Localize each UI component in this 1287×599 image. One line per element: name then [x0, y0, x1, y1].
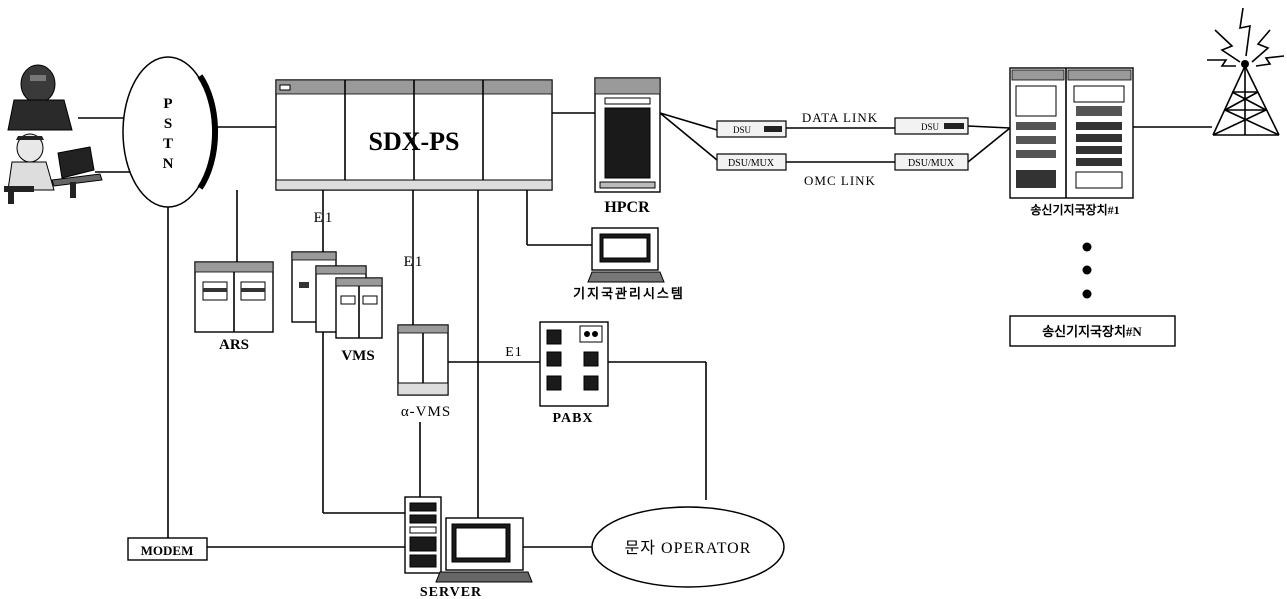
server-tower: [405, 497, 441, 573]
server-label: SERVER: [420, 585, 482, 599]
e1-vms-label: E1: [314, 210, 335, 226]
operator-label: 문자 OPERATOR: [625, 539, 752, 557]
antenna-tower-icon: [1207, 8, 1284, 135]
ellipsis-dots: [1083, 243, 1092, 299]
modem-box: MODEM: [128, 538, 207, 560]
svg-text:DSU: DSU: [921, 122, 940, 132]
pabx-label: PABX: [552, 411, 593, 426]
pstn-letter-n: N: [163, 156, 174, 172]
alpha-vms-label: α-VMS: [401, 404, 451, 420]
transmitter-n-label: 송신기지국장치#N: [1042, 324, 1142, 339]
svg-text:DSU/MUX: DSU/MUX: [728, 158, 775, 169]
person-phone-icon: [8, 65, 72, 130]
pstn-letter-s: S: [164, 116, 172, 132]
e1-pabx-label: E1: [505, 345, 523, 360]
transmitter-n-box: 송신기지국장치#N: [1010, 316, 1175, 346]
pstn-cloud: P S T N: [123, 57, 215, 207]
e1-alpha-label: E1: [404, 254, 425, 270]
pstn-letter-p: P: [163, 96, 172, 112]
vms-label: VMS: [341, 348, 374, 364]
server-monitor: [436, 518, 532, 582]
modem-label: MODEM: [141, 543, 194, 558]
ars-label: ARS: [219, 337, 249, 353]
transmitter-rack: 송신기지국장치#1: [1010, 68, 1133, 217]
dsu-right: DSU: [895, 118, 968, 134]
dsu-left: DSU: [717, 121, 786, 137]
operator-ellipse: 문자 OPERATOR: [592, 507, 784, 587]
dsumux-right: DSU/MUX: [895, 154, 968, 170]
person-laptop-icon: [4, 134, 102, 204]
hpcr-label: HPCR: [604, 199, 650, 216]
alpha-vms-unit: α-VMS: [398, 325, 451, 420]
svg-text:DSU: DSU: [733, 125, 752, 135]
bs-management-label: 기지국관리시스템: [573, 286, 685, 301]
ars-unit: ARS: [195, 262, 273, 353]
pabx-unit: PABX: [540, 322, 608, 426]
bs-management-terminal: 기지국관리시스템: [573, 228, 685, 301]
data-link-label: DATA LINK: [802, 110, 878, 125]
sdx-ps-switch: SDX-PS: [276, 80, 552, 190]
sdx-ps-label: SDX-PS: [368, 127, 459, 156]
omc-link-label: OMC LINK: [804, 173, 876, 188]
dsumux-left: DSU/MUX: [717, 154, 786, 170]
pstn-letter-t: T: [163, 136, 173, 152]
transmitter-1-label: 송신기지국장치#1: [1030, 202, 1119, 217]
hpcr-server: HPCR: [595, 78, 660, 216]
vms-units: VMS: [292, 252, 382, 364]
svg-text:DSU/MUX: DSU/MUX: [908, 158, 955, 169]
